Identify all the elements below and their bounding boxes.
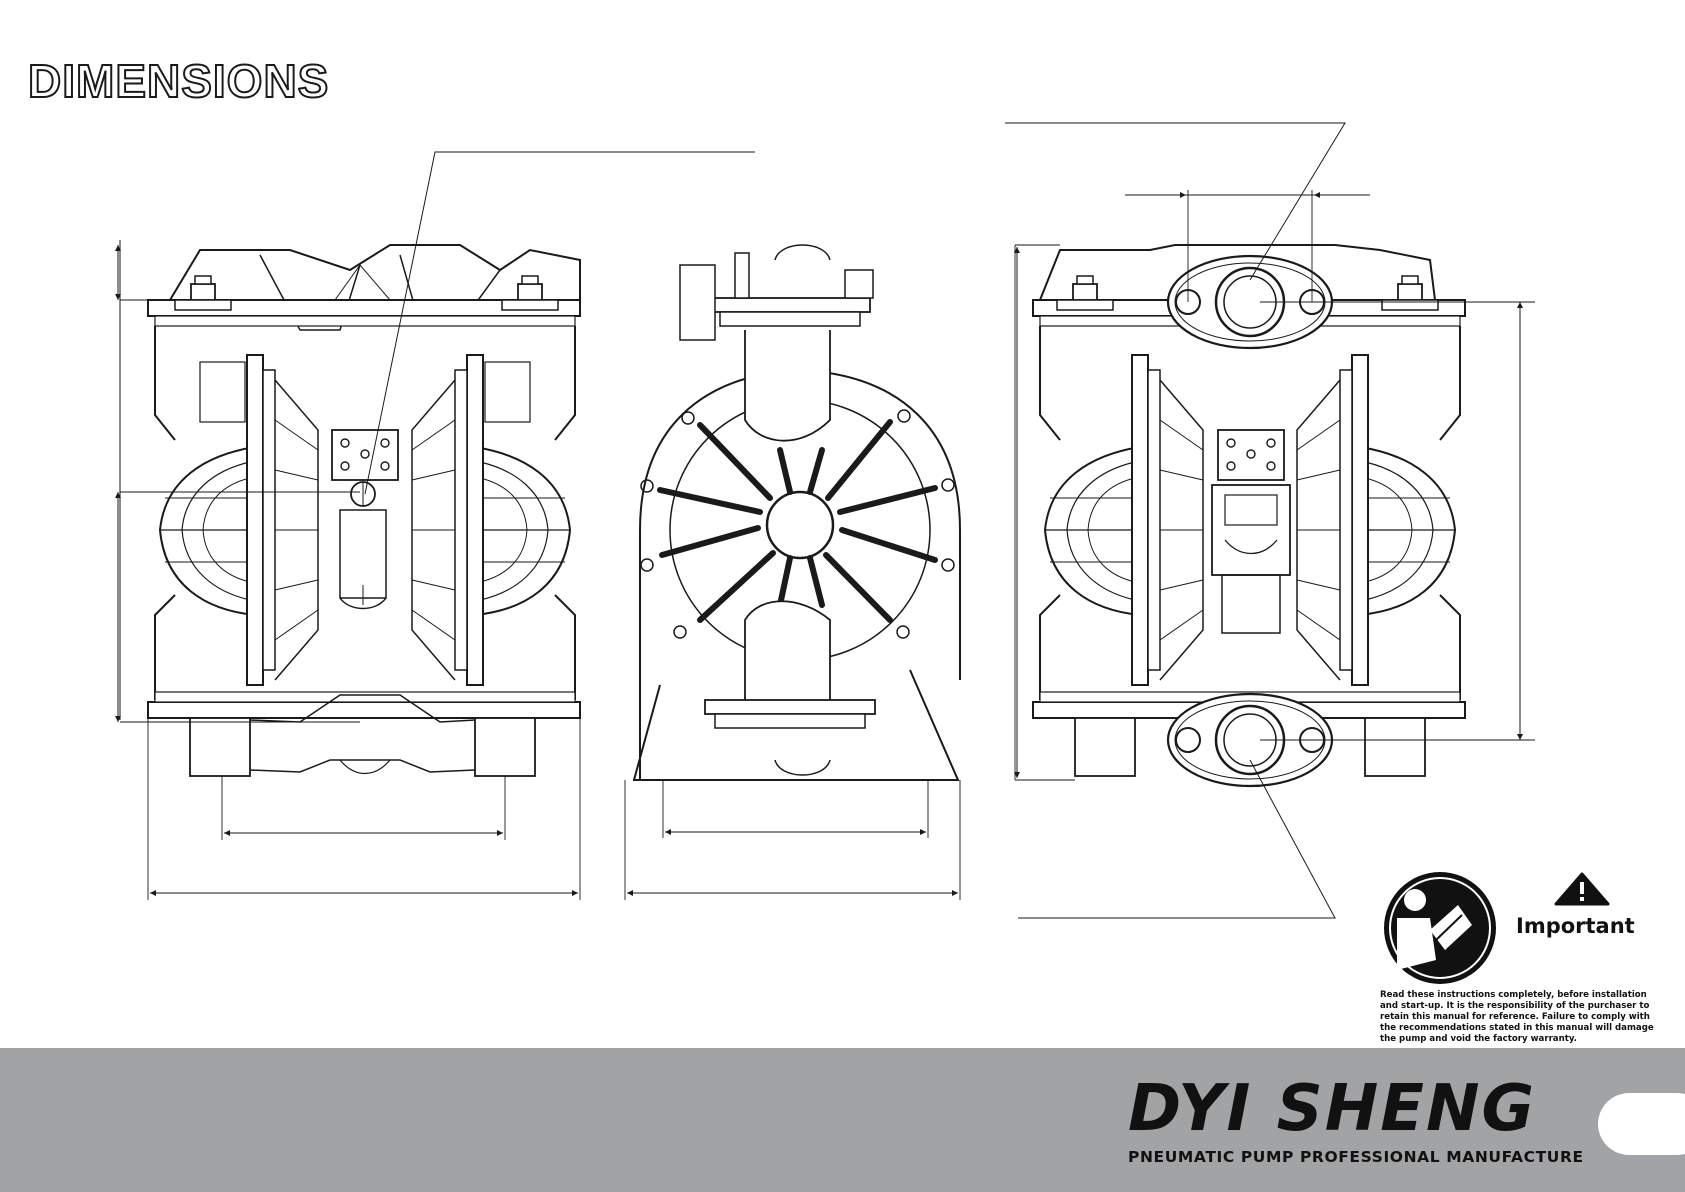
- footer-band: [0, 1048, 1685, 1192]
- front-view: [115, 151, 755, 900]
- page-number-tab: [1598, 1093, 1685, 1155]
- page-title: DIMENSIONS: [27, 54, 330, 108]
- brand-name: DYI SHENG: [1128, 1072, 1537, 1146]
- warranty-notice: Read these instructions completely, befo…: [1380, 990, 1654, 1044]
- side-view: [624, 244, 961, 900]
- brand-tagline: PNEUMATIC PUMP PROFESSIONAL MANUFACTURE: [1128, 1148, 1584, 1166]
- warning-triangle-icon: [1554, 872, 1610, 906]
- important-label: Important: [1516, 914, 1635, 938]
- rear-view: [1005, 122, 1535, 919]
- read-manual-icon: [1384, 872, 1496, 984]
